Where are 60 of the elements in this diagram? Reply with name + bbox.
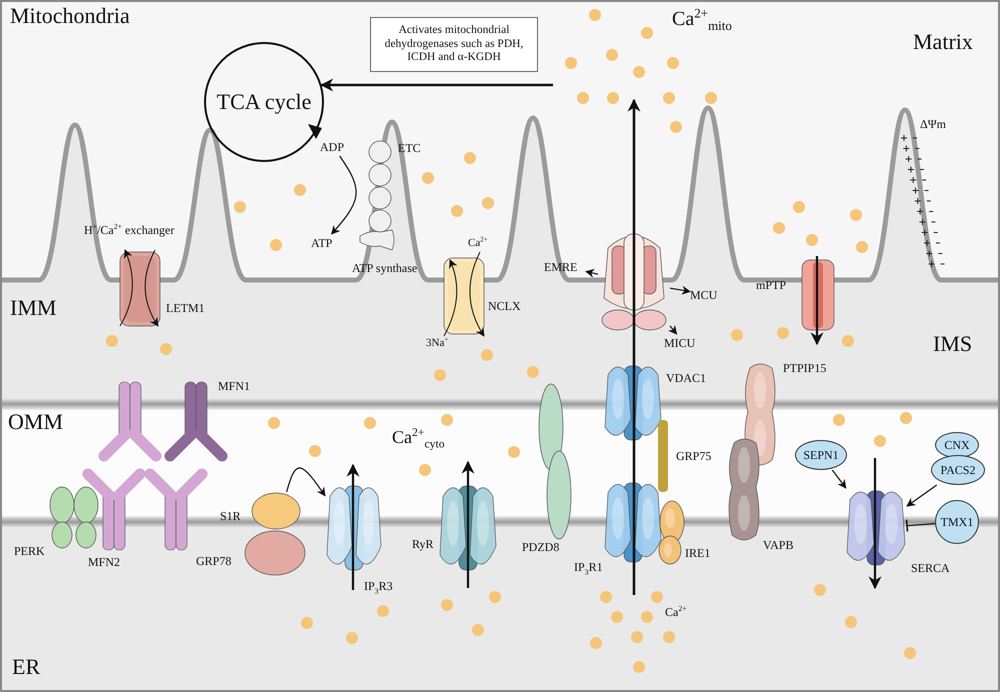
- protein-label: IP$_{3}$R1: [574, 561, 603, 574]
- protein-label: SERCA: [911, 562, 950, 576]
- protein-label: PERK: [14, 545, 45, 558]
- protein-label: GRP75: [676, 450, 712, 464]
- protein-label: IP$_{3}$R3: [364, 580, 393, 594]
- protein-label: IRE1: [685, 547, 710, 560]
- arrow: [668, 324, 678, 335]
- tether-protein-drawing: [726, 437, 762, 541]
- exchanger-drawing: [118, 250, 162, 328]
- protein-label: ETC: [398, 142, 421, 156]
- region-label: IMM: [10, 296, 56, 320]
- protein-label: VAPB: [763, 539, 794, 552]
- arrow: [906, 484, 938, 507]
- ion-label: 3Na$^{+}$: [426, 337, 448, 350]
- protein-label: PDZD8: [522, 541, 560, 554]
- protein-label: H$^{+}$/Ca$^{2+}$ exchanger: [84, 224, 174, 238]
- arrow: [286, 467, 326, 497]
- node-label: TCA cycle: [216, 89, 312, 115]
- protein-label: LETM1: [166, 302, 205, 316]
- chaperone-bar: [656, 420, 670, 492]
- region-label: Mitochondria: [10, 4, 130, 28]
- arrow: [670, 286, 691, 295]
- protein-label: MFN1: [218, 380, 250, 394]
- protein-label: ATP: [311, 234, 341, 252]
- arrow: [331, 156, 357, 235]
- arrow: [320, 78, 553, 92]
- protein-ellipse: [251, 492, 301, 530]
- protein-label: MFN2: [88, 556, 120, 570]
- region-label: OMM: [8, 410, 64, 434]
- protein-label: ATP synthase: [352, 262, 418, 276]
- protein-label: MCU: [690, 286, 730, 304]
- region-label: ER: [12, 655, 40, 680]
- protein-label: PTPIP15: [783, 362, 826, 376]
- protein-ellipse: [244, 530, 306, 576]
- region-label: Matrix: [913, 30, 973, 54]
- arrow: [832, 470, 846, 489]
- protein-drawing: [658, 500, 686, 565]
- note-box: Activates mitochondrial dehydrogenases such as PDH, ICDH and α-KGDH: [370, 17, 538, 72]
- channel-drawing: [603, 363, 663, 443]
- protein-label: VDAC1: [666, 372, 706, 386]
- protein-label: GRP78: [196, 555, 232, 568]
- channel-drawing: [325, 483, 383, 573]
- protein-label: RyR: [412, 538, 434, 552]
- kinase-drawing: [48, 485, 100, 551]
- protein-label: ADP: [320, 138, 352, 156]
- protein-label: mPTP: [756, 279, 786, 292]
- protein-label: S1R: [220, 510, 241, 524]
- protein-label: EMRE: [544, 258, 586, 276]
- protein-label: NCLX: [488, 300, 521, 314]
- region-label: IMS: [933, 332, 972, 356]
- channel-drawing: [845, 488, 907, 568]
- channel-drawing: [438, 483, 498, 573]
- arrow: [585, 268, 598, 278]
- ion-label: ΔΨm: [920, 118, 946, 132]
- ion-label: Ca$^{2+}$: [468, 237, 488, 250]
- channel-drawing: [603, 480, 663, 565]
- protein-label: MICU: [664, 334, 704, 352]
- ion-label: Ca$^{2+}$: [665, 606, 687, 620]
- exchanger-drawing: [442, 256, 486, 336]
- tether-protein-drawing: [537, 383, 573, 540]
